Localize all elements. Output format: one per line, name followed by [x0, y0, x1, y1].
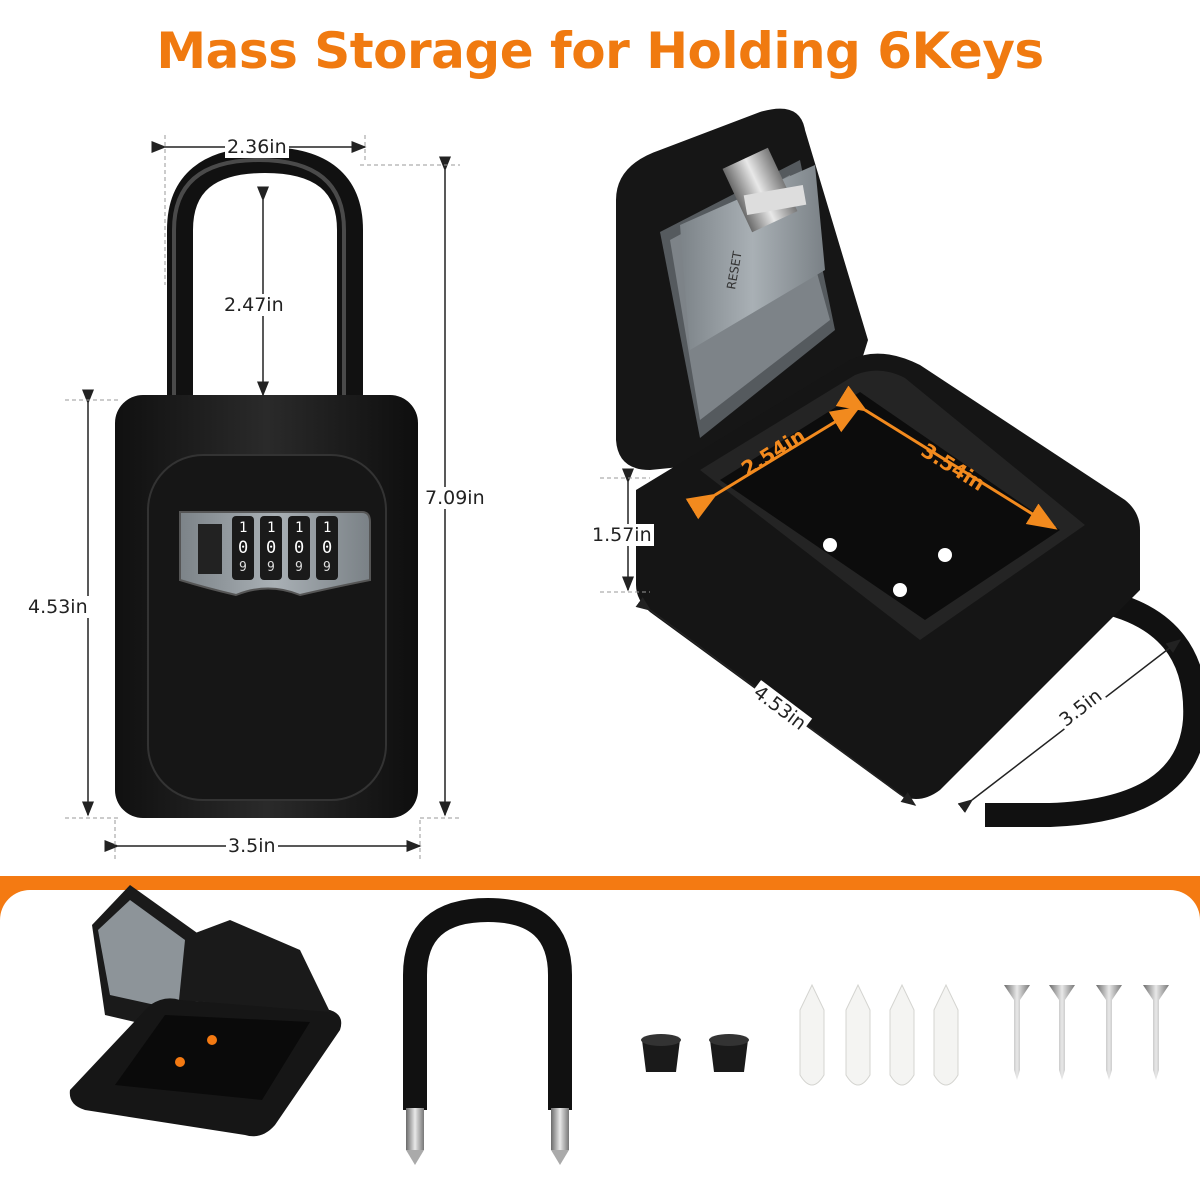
dial-digit: 0: [322, 538, 333, 558]
accessory-shackle: [403, 897, 572, 1165]
dial-digit: 1: [323, 520, 332, 536]
dial-digit: 1: [239, 520, 248, 536]
dial-digit: 1: [295, 520, 304, 536]
dim-line-inner-width: [835, 385, 1058, 530]
dim-body-height: 4.53in: [26, 596, 90, 618]
dial-button: [198, 524, 222, 574]
dial-wheel: [316, 516, 338, 580]
dim-total-height: 7.09in: [423, 487, 487, 509]
accessory-screws: [1004, 985, 1169, 1080]
dim-shackle-height: 2.47in: [222, 294, 286, 316]
dial-digit: 9: [239, 560, 247, 575]
dial-digit: 0: [238, 538, 249, 558]
front-shackle: [167, 146, 363, 400]
dial-digit: 0: [294, 538, 305, 558]
mount-hole: [938, 548, 952, 562]
dial-wheel: [232, 516, 254, 580]
dial-digit: 9: [323, 560, 331, 575]
dial-digit: 9: [295, 560, 303, 575]
dial-digit: 9: [267, 560, 275, 575]
accessory-anchors: [799, 983, 959, 1086]
reset-label: RESET: [724, 250, 745, 291]
dial-digit: 0: [266, 538, 277, 558]
dial-wheel: [288, 516, 310, 580]
dim-body-depth: 1.57in: [590, 524, 654, 546]
dial-wheels: [232, 516, 338, 580]
front-panel: [147, 454, 387, 801]
dial-digits: 1 1 1 1 0 0 0 0 9 9 9 9: [232, 520, 342, 580]
mount-hole: [823, 538, 837, 552]
accessory-caps: [641, 1034, 749, 1072]
mount-hole: [893, 583, 907, 597]
dim-width-top: 2.36in: [225, 136, 289, 158]
dial-wheel: [260, 516, 282, 580]
accessory-lockbox: [69, 885, 342, 1137]
dim-line-inner-depth: [685, 406, 861, 520]
dial-digit: 1: [267, 520, 276, 536]
dim-width-bottom: 3.5in: [226, 835, 278, 857]
page-title: Mass Storage for Holding 6Keys: [156, 22, 1044, 80]
